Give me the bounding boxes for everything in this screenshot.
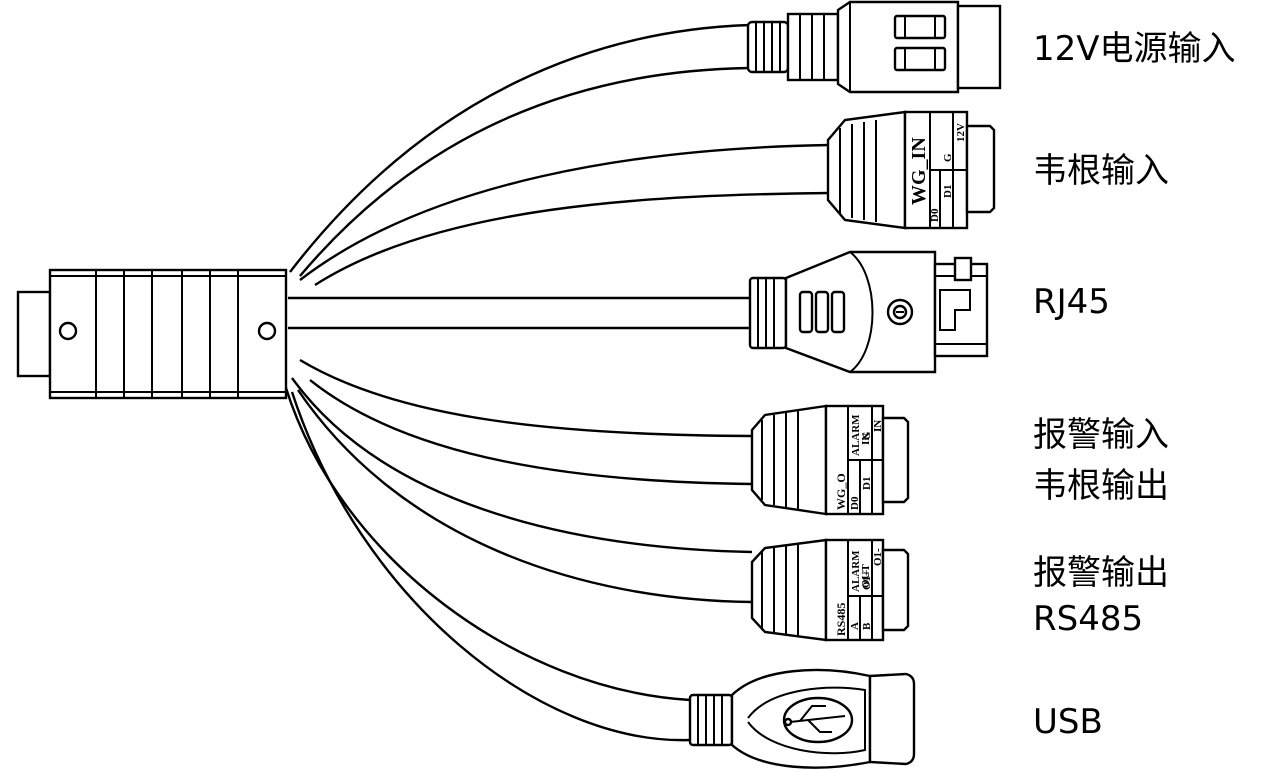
usb-icon	[782, 696, 854, 744]
pin-label: D1	[942, 185, 954, 198]
pin-label: 12V	[955, 123, 967, 142]
pin-label: G	[861, 431, 873, 440]
pin-label: O1-	[872, 548, 884, 566]
main-connector	[16, 268, 288, 400]
rj45-connector	[748, 250, 989, 374]
wire-usb	[284, 387, 691, 702]
label-wiegand-output: 韦根输出	[1033, 466, 1169, 506]
label-rj45: RJ45	[1033, 282, 1110, 322]
pin-label: A	[849, 622, 861, 630]
label-power-input: 12V电源输入	[1033, 29, 1236, 69]
screw-hole-icon	[58, 321, 78, 341]
wiegand-in-connector: WG_IN D0 D1 G 12V	[826, 110, 996, 230]
wires	[284, 23, 831, 742]
pin-label: B	[861, 622, 873, 630]
plug-title: ALARM	[850, 550, 862, 592]
plug-title: OUT	[860, 564, 872, 589]
alarm-out-connector: RS485 ALARM OUT A B O1+ O1-	[750, 538, 910, 642]
pin-label: D0	[929, 208, 941, 222]
label-alarm-output: 报警输出	[1033, 553, 1169, 593]
wire-alarm-out	[297, 389, 753, 604]
wire-alarm-in	[299, 358, 753, 438]
label-alarm-input: 报警输入	[1033, 415, 1169, 455]
alarm-in-connector: WG_O ALARM IN D0 D1 G IN	[750, 404, 910, 516]
plug-left-label: RS485	[834, 603, 848, 636]
plug-left-label: WG_O	[834, 473, 848, 510]
plug-title: WG_IN	[908, 137, 930, 205]
label-usb: USB	[1033, 702, 1103, 742]
label-rs485: RS485	[1033, 599, 1143, 639]
pin-label: O1+	[861, 570, 873, 590]
wire-alarm-in	[309, 379, 753, 486]
wire-alarm-out	[291, 377, 753, 554]
pin-label: IN	[872, 420, 884, 432]
screw-hole-icon	[257, 321, 277, 341]
pin-label: D1	[861, 477, 873, 490]
wire-wiegand-in	[314, 191, 831, 287]
labels: 12V电源输入 韦根输入 RJ45 报警输入 韦根输出 报警输出 RS485 U…	[1033, 29, 1236, 742]
wire-power	[289, 23, 751, 273]
pin-label: D0	[849, 496, 861, 510]
plug-title: IN	[860, 433, 872, 445]
wire-usb	[290, 391, 691, 742]
wire-power	[299, 66, 751, 277]
wire-wiegand-in	[299, 143, 831, 281]
label-wiegand-input: 韦根输入	[1033, 151, 1169, 191]
power-connector	[746, 0, 1002, 94]
usb-connector	[688, 668, 916, 769]
pin-label: G	[942, 153, 954, 162]
plug-title: ALARM	[850, 414, 862, 456]
